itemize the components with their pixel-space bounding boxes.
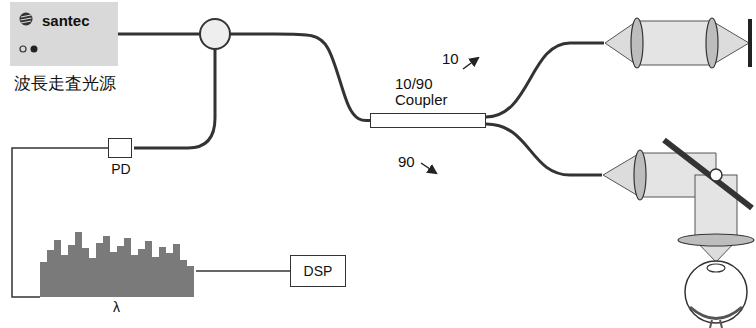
logo-mark — [20, 13, 33, 26]
reference-mirror — [748, 19, 752, 67]
fiber — [134, 49, 215, 148]
port-ratio: 90 — [398, 153, 415, 170]
direction-arrow — [463, 58, 478, 69]
coupler-label: 10/90 Coupler — [395, 76, 461, 108]
dsp-box: DSP — [290, 255, 346, 287]
fiber — [486, 43, 604, 117]
connector-line — [118, 34, 370, 121]
light-beam — [637, 21, 712, 65]
spectrum-bars — [40, 232, 194, 297]
indicator-dot — [31, 46, 38, 53]
spectrum-plot: λ — [40, 227, 196, 297]
lens — [678, 234, 754, 246]
mirror-pivot — [710, 169, 722, 181]
photodetector-box: PD — [108, 138, 132, 158]
coupler-box: 10/90 Coupler — [370, 113, 486, 128]
scan-mirror — [664, 140, 752, 208]
logo-stripes — [21, 15, 32, 23]
lens — [631, 18, 643, 68]
detector-label: PD — [109, 161, 133, 177]
brand-name: santec — [42, 12, 90, 29]
lens — [706, 18, 718, 68]
dsp-label: DSP — [291, 256, 345, 286]
eye — [685, 261, 747, 323]
fiber — [486, 124, 602, 175]
lens — [634, 150, 646, 200]
retina — [690, 307, 742, 319]
light-beam — [695, 175, 737, 240]
direction-arrow — [421, 163, 436, 173]
axis-label: λ — [113, 299, 120, 315]
port-ratio: 10 — [442, 50, 459, 67]
connector-line — [196, 270, 290, 272]
eye-lens — [707, 264, 725, 272]
light-source-box: santec波長走査光源 — [10, 2, 118, 66]
optic-nerve — [710, 320, 722, 328]
connector-line — [12, 148, 108, 297]
source-label: 波長走査光源 — [14, 72, 116, 95]
indicator-dot — [20, 46, 26, 52]
circulator — [200, 19, 230, 49]
